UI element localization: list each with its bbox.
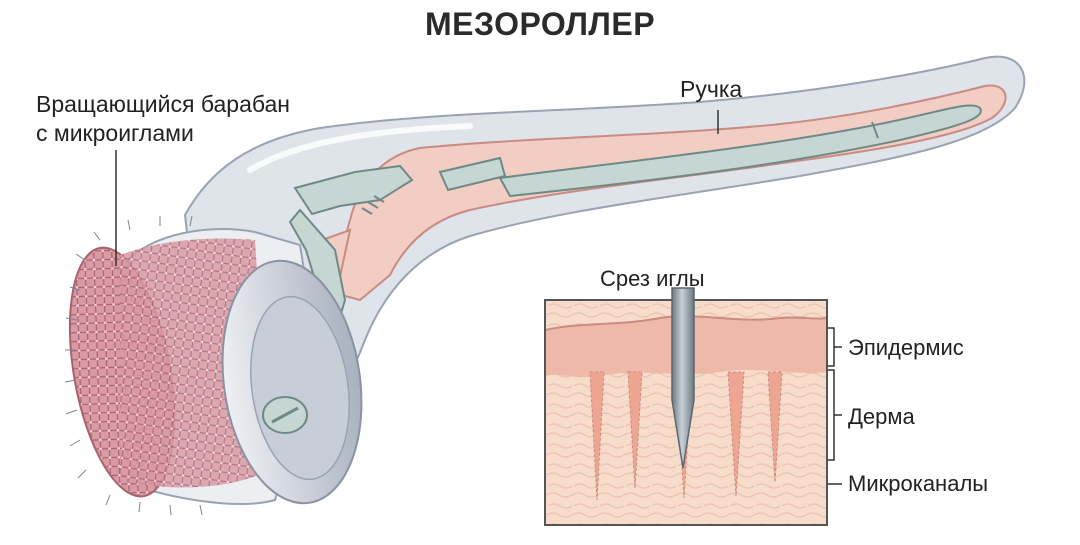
label-rotating-drum: Вращающийся барабан с микроиглами <box>36 90 290 148</box>
roller-drum <box>64 215 363 516</box>
label-epidermis: Эпидермис <box>848 335 964 360</box>
label-needle-cut: Срез иглы <box>600 266 705 291</box>
diagram-title: МЕЗОРОЛЛЕР <box>424 6 656 42</box>
label-dermis: Дерма <box>848 404 915 429</box>
roller-arm <box>258 156 507 422</box>
label-rotating-drum-line2: с микроиглами <box>36 120 194 146</box>
label-rotating-drum-line1: Вращающийся барабан <box>36 91 291 117</box>
needle <box>671 287 695 469</box>
microneedles <box>64 215 203 516</box>
label-handle: Ручка <box>680 76 743 102</box>
handle-metal-rod <box>498 104 982 198</box>
label-microchannels: Микроканалы <box>848 471 989 496</box>
skin-cross-section <box>544 287 828 526</box>
